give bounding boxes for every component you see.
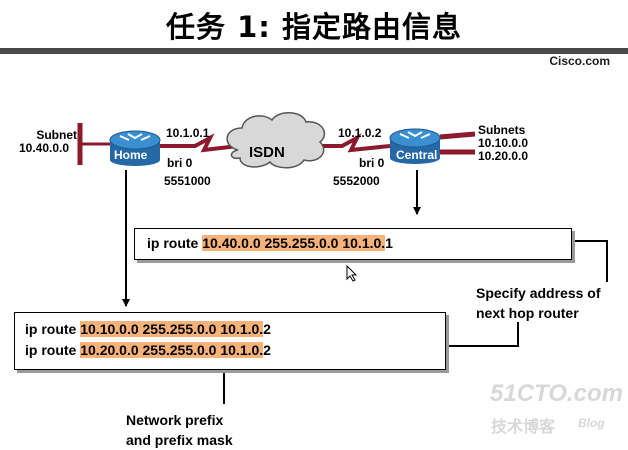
home-iface-label: bri 0 <box>167 156 193 170</box>
route-prefix: ip route <box>25 321 81 337</box>
header-rule <box>0 48 628 54</box>
central-ip-label: 10.1.0.2 <box>338 126 382 140</box>
route-highlight: 10.20.0.0 255.255.0.0 10.1.0. <box>80 342 264 358</box>
route-prefix: ip route <box>25 342 81 358</box>
watermark-blog-en: Blog <box>578 416 605 430</box>
prefix-callout: Network prefix and prefix mask <box>126 412 233 448</box>
brand-label: Cisco.com <box>549 54 610 68</box>
central-router-label: Central <box>396 148 438 162</box>
home-number-label: 5551000 <box>164 174 211 188</box>
central-number-label: 5552000 <box>333 174 380 188</box>
home-router-icon <box>109 130 161 166</box>
central-route-box: ip route 10.40.0.0 255.255.0.0 10.1.0.1 <box>134 228 572 260</box>
home-route-box: ip route 10.10.0.0 255.255.0.0 10.1.0.2 … <box>14 312 446 370</box>
watermark-site: 51CTO.com <box>490 380 623 407</box>
route-highlight: 10.10.0.0 255.255.0.0 10.1.0. <box>80 321 264 337</box>
right-subnets-label: Subnets 10.10.0.0 10.20.0.0 <box>478 123 529 163</box>
left-subnet-label: Subnet <box>36 128 77 142</box>
route-suffix: 2 <box>263 321 271 337</box>
page-title: 任务 1: 指定路由信息 <box>166 10 462 44</box>
isdn-cloud-icon <box>226 112 326 169</box>
right-subnet-segment <box>439 131 476 155</box>
isdn-label: ISDN <box>249 144 285 161</box>
mouse-pointer-icon <box>346 264 358 282</box>
next-hop-callout: Specify address of next hop router <box>476 285 601 321</box>
isdn-link-home <box>160 133 239 153</box>
isdn-link-central <box>312 133 391 153</box>
home-router-label: Home <box>114 148 148 162</box>
home-route-command-1: ip route 10.10.0.0 255.255.0.0 10.1.0.2 <box>25 319 271 340</box>
route-suffix: 1 <box>385 235 393 251</box>
left-subnet-address: 10.40.0.0 <box>19 141 70 155</box>
route-suffix: 2 <box>263 342 271 358</box>
central-iface-label: bri 0 <box>359 156 385 170</box>
arrow-next-hop-bottom <box>419 322 519 350</box>
home-route-command-2: ip route 10.20.0.0 255.255.0.0 10.1.0.2 <box>25 340 271 361</box>
watermark-blog-cn: 技术博客 <box>491 417 556 436</box>
central-route-command: ip route 10.40.0.0 255.255.0.0 10.1.0.1 <box>147 233 393 254</box>
home-ip-label: 10.1.0.1 <box>166 126 210 140</box>
left-subnet-segment <box>77 123 110 165</box>
route-prefix: ip route <box>147 235 203 251</box>
central-router-icon <box>389 128 441 164</box>
route-highlight: 10.40.0.0 255.255.0.0 10.1.0. <box>202 235 386 251</box>
